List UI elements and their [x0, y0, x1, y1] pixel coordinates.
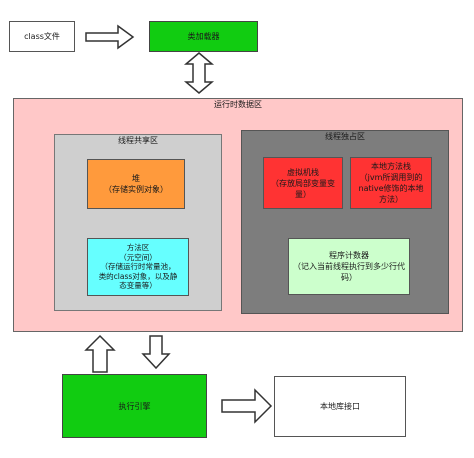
- native-interface-node: 本地库接口: [274, 376, 406, 437]
- class-loader-label: 类加载器: [187, 32, 220, 41]
- double-arrow-loader-runtime: [183, 52, 215, 94]
- native-method-stack-title: 本地方法栈: [371, 162, 411, 171]
- runtime-data-area-title: 运行时数据区: [214, 100, 262, 109]
- program-counter-node: 程序计数器 （记入当前线程执行到多少行代 码）: [288, 238, 410, 295]
- vm-stack-node: 虚拟机栈 （存放局部变量变 量）: [263, 157, 343, 209]
- heap-desc: （存储实例对象）: [104, 185, 168, 194]
- thread-shared-area: 线程共享区 堆 （存储实例对象） 方法区 （元空间） （存储运行时常量池， 类的…: [54, 134, 222, 311]
- method-area-node: 方法区 （元空间） （存储运行时常量池， 类的class对象，以及静 态变量等）: [87, 238, 189, 296]
- thread-shared-area-title: 线程共享区: [118, 136, 158, 145]
- program-counter-title: 程序计数器: [329, 251, 369, 260]
- right-arrow-classfile-to-loader: [85, 24, 135, 50]
- vm-stack-title: 虚拟机栈: [287, 167, 319, 177]
- down-arrow-runtime-to-engine: [141, 335, 171, 370]
- runtime-data-area: 运行时数据区 线程共享区 堆 （存储实例对象） 方法区 （元空间） （存储运行时…: [13, 98, 463, 332]
- vm-stack-desc: （存放局部变量变 量）: [271, 178, 335, 199]
- native-method-stack-desc: （jvm所调用到的 native修饰的本地 方法）: [358, 173, 424, 204]
- right-arrow-engine-to-native: [221, 388, 273, 424]
- thread-private-area: 线程独占区 虚拟机栈 （存放局部变量变 量） 本地方法栈 （jvm所调用到的 n…: [241, 130, 449, 314]
- method-area-title: 方法区: [126, 243, 150, 253]
- class-loader-node: 类加载器: [149, 21, 258, 52]
- heap-node: 堆 （存储实例对象）: [87, 159, 185, 209]
- method-area-desc: （元空间） （存储运行时常量池， 类的class对象，以及静 态变量等）: [98, 252, 178, 291]
- class-file-node: class文件: [9, 21, 75, 52]
- program-counter-desc: （记入当前线程执行到多少行代 码）: [293, 262, 405, 282]
- up-arrow-engine-to-runtime: [84, 334, 116, 373]
- thread-private-area-title: 线程独占区: [325, 132, 365, 141]
- native-method-stack-node: 本地方法栈 （jvm所调用到的 native修饰的本地 方法）: [350, 157, 432, 209]
- execution-engine-label: 执行引擎: [118, 401, 151, 411]
- class-file-label: class文件: [24, 32, 60, 41]
- native-interface-label: 本地库接口: [320, 402, 360, 411]
- execution-engine-node: 执行引擎: [62, 374, 207, 438]
- heap-title: 堆: [132, 174, 140, 183]
